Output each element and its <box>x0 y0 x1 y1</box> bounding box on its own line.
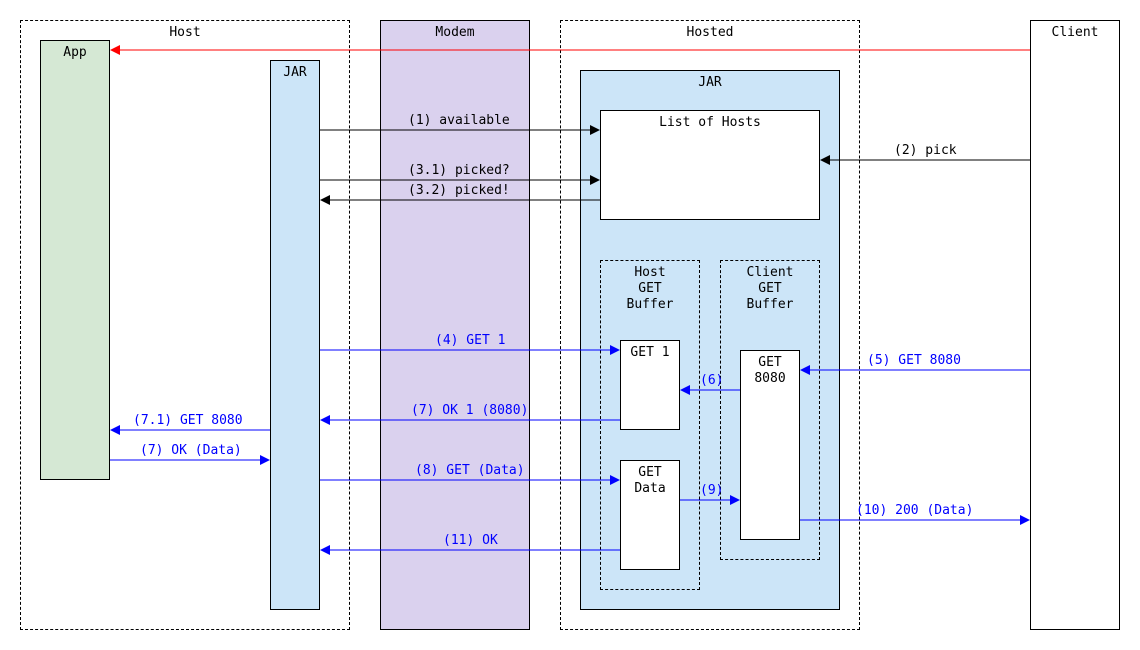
msg-6: (6) <box>700 373 724 388</box>
msg-8-get-data: (8) GET (Data) <box>415 463 525 478</box>
msg-7-ok1: (7) OK 1 (8080) <box>411 403 529 418</box>
host-jar-label: JAR <box>283 65 307 80</box>
msg-10-200-data: (10) 200 (Data) <box>856 503 974 518</box>
hosted-lane-label: Hosted <box>686 25 734 40</box>
msg-2-pick: (2) pick <box>894 143 957 158</box>
hosted-jar-label: JAR <box>698 75 722 90</box>
host-get-buffer <box>600 260 700 590</box>
host-jar-box <box>270 60 320 610</box>
client-lane <box>1030 20 1120 630</box>
msg-7-1-get8080: (7.1) GET 8080 <box>133 413 243 428</box>
msg-9: (9) <box>700 483 724 498</box>
list-of-hosts-label: List of Hosts <box>659 115 761 130</box>
get8080-box <box>740 350 800 540</box>
modem-lane-label: Modem <box>435 25 475 40</box>
host-lane <box>20 20 350 630</box>
app-label: App <box>63 45 87 60</box>
client-get-buffer <box>720 260 820 560</box>
msg-11-ok: (11) OK <box>443 533 498 548</box>
msg-3-2-picked: (3.2) picked! <box>408 183 510 198</box>
get-data-label: GET Data <box>634 465 666 496</box>
msg-5-get8080: (5) GET 8080 <box>867 353 961 368</box>
list-of-hosts-box <box>600 110 820 220</box>
get8080-label: GET 8080 <box>754 355 786 386</box>
client-lane-label: Client <box>1051 25 1099 40</box>
msg-4-get1: (4) GET 1 <box>435 333 506 348</box>
get1-box <box>620 340 680 430</box>
app-box <box>40 40 110 480</box>
hosted-lane <box>560 20 860 630</box>
host-get-buffer-label: Host GET Buffer <box>626 265 674 312</box>
msg-7-ok-data: (7) OK (Data) <box>140 443 242 458</box>
get-data-box <box>620 460 680 570</box>
msg-3-1-picked: (3.1) picked? <box>408 163 510 178</box>
client-get-buffer-label: Client GET Buffer <box>746 265 794 312</box>
get1-label: GET 1 <box>630 345 670 360</box>
msg-1-available: (1) available <box>408 113 510 128</box>
modem-lane <box>380 20 530 630</box>
host-lane-label: Host <box>169 25 201 40</box>
